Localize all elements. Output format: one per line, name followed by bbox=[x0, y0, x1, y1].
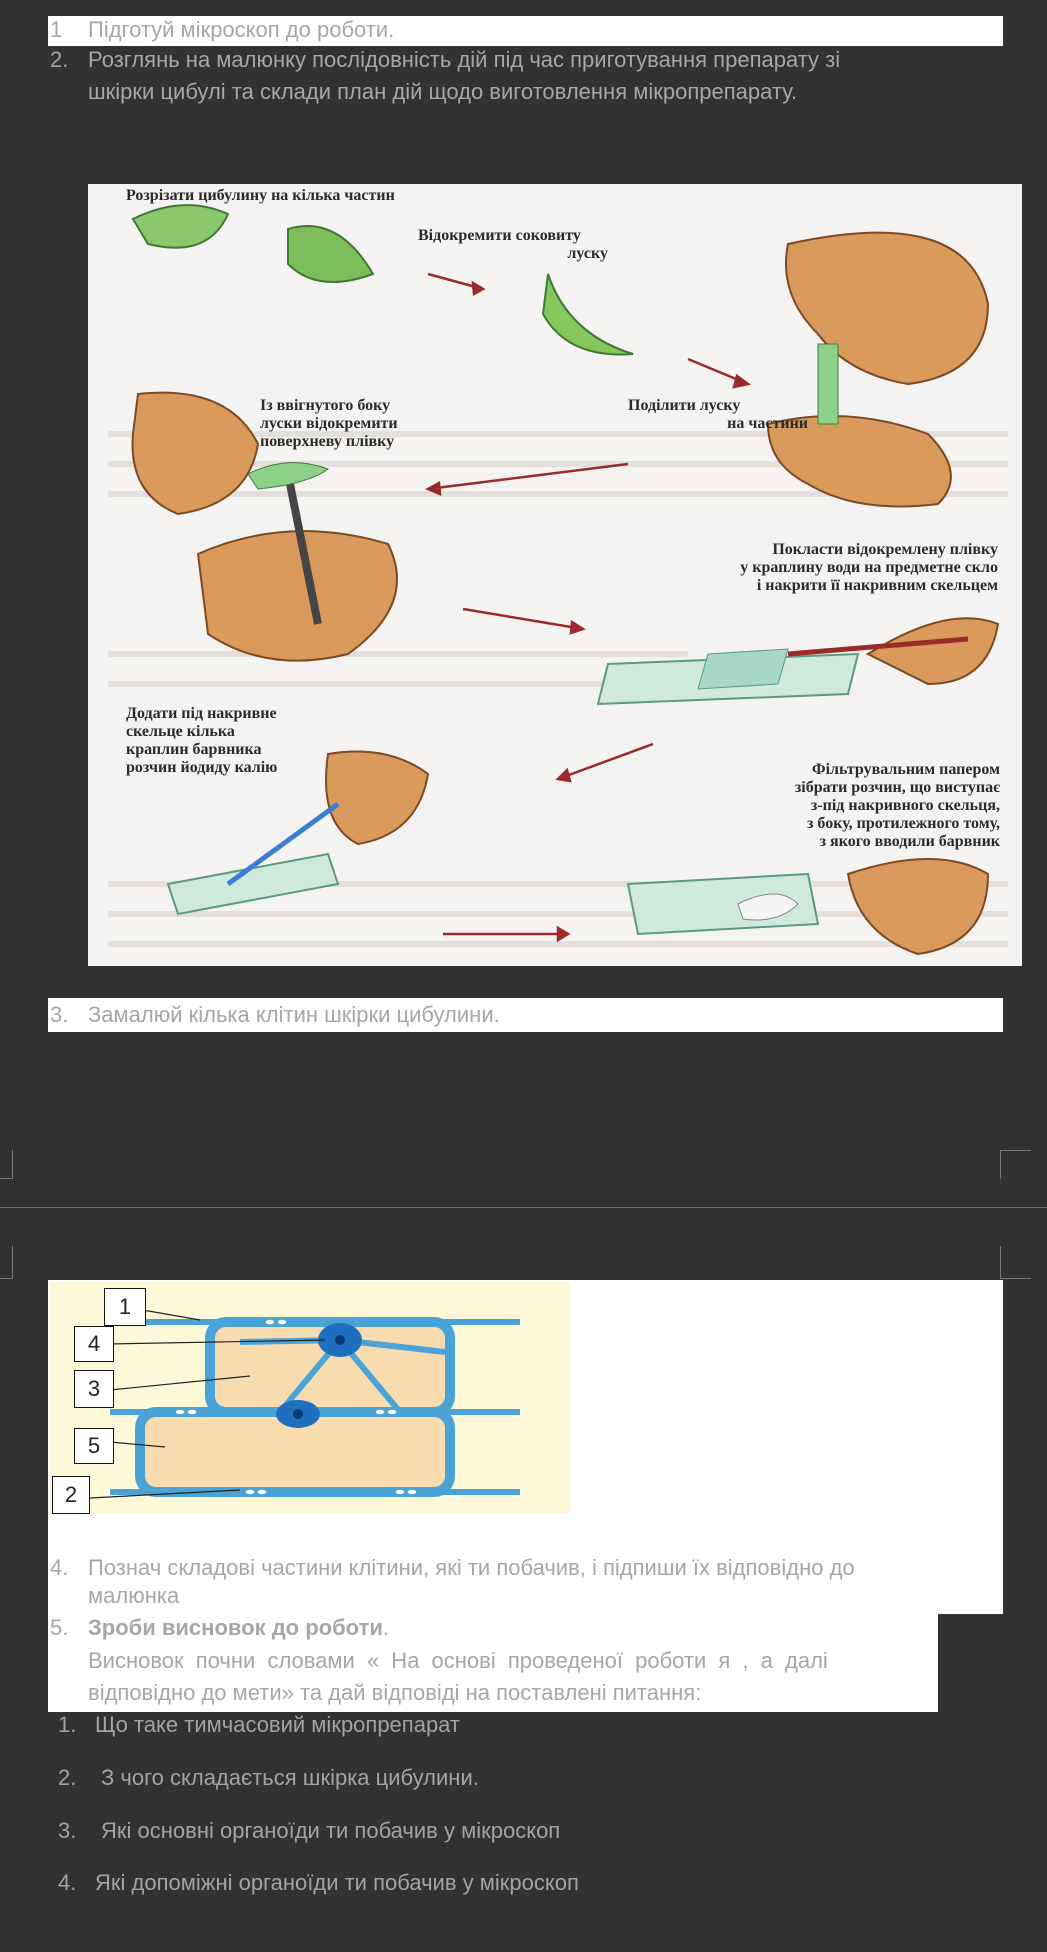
svg-text:на частини: на частини bbox=[727, 415, 808, 432]
task3-text: Замалюй кілька клітин шкірки цибулини. bbox=[88, 1002, 500, 1027]
cell-label-2: 2 bbox=[64, 1482, 78, 1507]
question-4-text: Які допоміжні органоїди ти побачив у мік… bbox=[95, 1870, 579, 1895]
cell-label-4: 4 bbox=[87, 1331, 101, 1356]
crop-mark-bottom-right bbox=[1000, 1246, 1031, 1279]
crop-mark-top-left bbox=[0, 1150, 13, 1179]
task2-line1: Розглянь на малюнку послідовність дій пі… bbox=[88, 47, 841, 72]
page-break-line bbox=[0, 1207, 1047, 1208]
svg-text:з-під накривного скельця,: з-під накривного скельця, bbox=[811, 797, 1000, 814]
question-1-number: 1. bbox=[58, 1712, 77, 1737]
question-2-text: З чого складається шкірка цибулини. bbox=[101, 1765, 479, 1790]
question-2-number: 2. bbox=[58, 1765, 77, 1790]
svg-text:Поділити луску: Поділити луску bbox=[628, 397, 740, 414]
cell-label-box-1: 1 bbox=[104, 1288, 146, 1326]
task5-highlight bbox=[48, 1614, 938, 1712]
svg-text:луски відокремити: луски відокремити bbox=[260, 415, 398, 432]
question-3-number: 3. bbox=[58, 1818, 77, 1843]
cell-label-box-3: 3 bbox=[74, 1370, 114, 1408]
svg-text:у краплину води на предметне с: у краплину води на предметне скло bbox=[740, 559, 998, 576]
onion-preparation-illustration: Розрізати цибулину на кілька частин Відо… bbox=[88, 184, 1022, 966]
task5-heading: Зроби висновок до роботи. bbox=[88, 1614, 389, 1642]
cell-label-box-2: 2 bbox=[52, 1476, 90, 1514]
svg-text:з якого вводили барвник: з якого вводили барвник bbox=[820, 833, 1001, 850]
svg-text:Покласти відокремлену плівку: Покласти відокремлену плівку bbox=[772, 541, 998, 558]
task1-number: 1 bbox=[50, 17, 63, 42]
task3-highlight bbox=[48, 998, 1003, 1032]
svg-text:і накрити її накривним скельце: і накрити її накривним скельцем bbox=[757, 577, 998, 594]
task2-number: 2. bbox=[50, 47, 69, 72]
task1-highlight bbox=[48, 16, 1003, 46]
svg-text:Фільтрувальним папером: Фільтрувальним папером bbox=[812, 761, 1000, 778]
task2-line2: шкірки цибулі та склади план дій щодо ви… bbox=[88, 79, 798, 104]
question-3-text: Які основні органоїди ти побачив у мікро… bbox=[101, 1818, 561, 1843]
svg-text:Розрізати цибулину на кілька ч: Розрізати цибулину на кілька частин bbox=[126, 187, 395, 204]
crop-mark-top-right bbox=[1000, 1150, 1031, 1179]
cell-label-1: 1 bbox=[118, 1294, 132, 1319]
task5-line1: Висновок почни словами « На основі прове… bbox=[88, 1648, 828, 1673]
svg-text:Із ввігнутого боку: Із ввігнутого боку bbox=[260, 397, 390, 414]
task5-heading-dot: . bbox=[382, 1615, 389, 1640]
cell-label-box-4: 4 bbox=[74, 1326, 114, 1362]
svg-text:розчин йодиду калію: розчин йодиду калію bbox=[126, 759, 277, 776]
cell-label-3: 3 bbox=[87, 1376, 101, 1401]
question-1-text: Що таке тимчасовий мікропрепарат bbox=[95, 1712, 461, 1737]
task3-number: 3. bbox=[50, 1002, 69, 1027]
svg-text:краплин барвника: краплин барвника bbox=[126, 741, 262, 758]
task1-text: Підготуй мікроскоп до роботи. bbox=[88, 17, 395, 42]
task4-line2: малюнка bbox=[88, 1583, 180, 1608]
task4-line1: Познач складові частини клітини, які ти … bbox=[88, 1555, 855, 1580]
onion-cell-drawing bbox=[89, 1305, 520, 1499]
question-4-number: 4. bbox=[58, 1870, 77, 1895]
crop-mark-bottom-left bbox=[0, 1246, 13, 1279]
task5-number: 5. bbox=[50, 1615, 69, 1640]
task5-line2: відповідно до мети» та дай відповіді на … bbox=[88, 1680, 702, 1705]
svg-text:поверхневу плівку: поверхневу плівку bbox=[260, 433, 394, 450]
task4-number: 4. bbox=[50, 1555, 69, 1580]
svg-text:Відокремити соковиту: Відокремити соковиту bbox=[418, 227, 581, 244]
svg-text:Додати під накривне: Додати під накривне bbox=[126, 705, 277, 722]
illustration-drawing: Розрізати цибулину на кілька частин Відо… bbox=[108, 187, 1008, 956]
cell-label-box-5: 5 bbox=[74, 1428, 114, 1464]
task5-heading-bold: Зроби висновок до роботи bbox=[88, 1615, 383, 1640]
svg-text:скельце кілька: скельце кілька bbox=[126, 723, 235, 740]
svg-text:луску: луску bbox=[567, 245, 608, 262]
svg-text:зібрати розчин, що виступає: зібрати розчин, що виступає bbox=[795, 779, 1000, 796]
svg-text:з боку, протилежного тому,: з боку, протилежного тому, bbox=[807, 815, 1000, 832]
cell-label-5: 5 bbox=[87, 1433, 101, 1458]
